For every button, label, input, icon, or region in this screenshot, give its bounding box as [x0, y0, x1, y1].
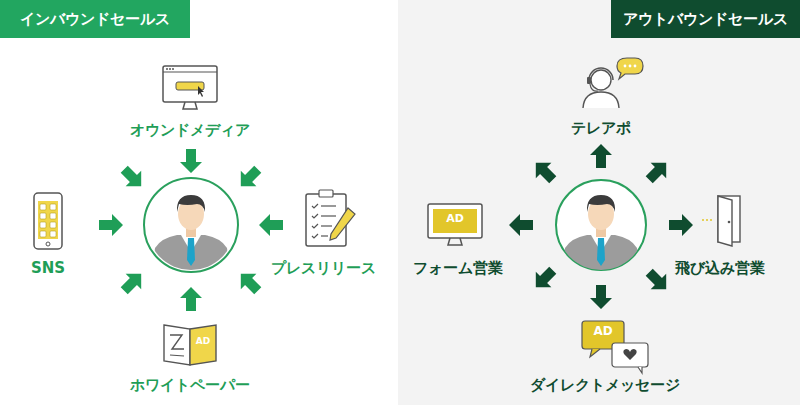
channel-label: 飛び込み営業 — [675, 259, 765, 278]
header-text: インバウンドセールス — [20, 10, 170, 29]
channel-label: プレスリリース — [271, 259, 376, 278]
ad-mark: AD — [446, 212, 464, 225]
channel-label: オウンドメディア — [130, 121, 250, 140]
ad-mark: AD — [593, 324, 612, 338]
channel-label: ダイレクトメッセージ — [530, 376, 680, 395]
header-band: アウトバウンドセールス — [611, 0, 800, 38]
header-band: インバウンドセールス — [0, 0, 190, 38]
channel-label: テレアポ — [571, 119, 631, 138]
header-text: アウトバウンドセールス — [623, 10, 788, 29]
channel-label: フォーム営業 — [413, 259, 503, 278]
ad-mark: AD — [196, 336, 210, 346]
channel-label: ホワイトペーパー — [130, 376, 250, 395]
channel-label: SNS — [31, 259, 65, 277]
